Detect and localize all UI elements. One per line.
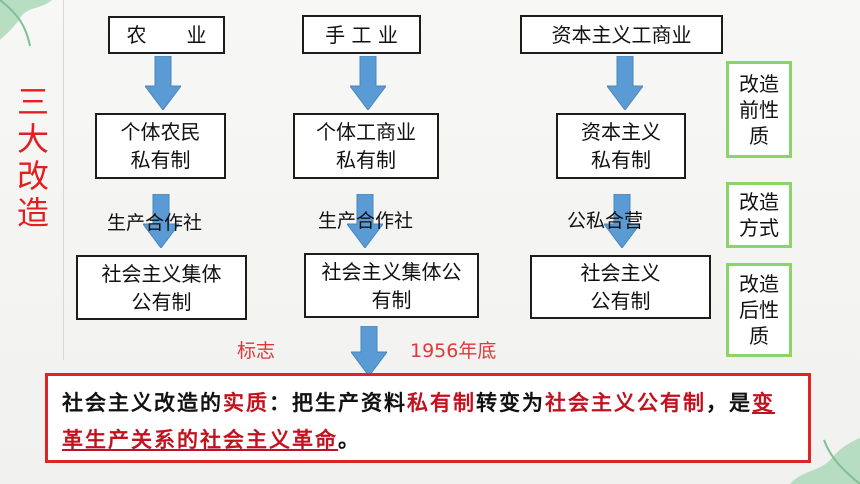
bottom-box-col1: 社会主义集体 公有制 xyxy=(76,255,247,320)
middle-box-individual-business: 个体工商业 私有制 xyxy=(293,113,439,179)
method-label-col1: 生产合作社 xyxy=(107,212,203,234)
leaf-decoration-top-left xyxy=(0,0,52,47)
down-arrow-icon xyxy=(351,326,387,376)
leaf-decoration-bottom-right xyxy=(790,438,860,484)
side-title: 三大改造 xyxy=(16,83,49,232)
conclusion-text-5: 。 xyxy=(338,427,361,452)
label-pre-transformation-nature: 改造 前性 质 xyxy=(726,61,792,158)
top-box-capitalist-commerce: 资本主义工商业 xyxy=(520,15,723,54)
sign-label: 标志 xyxy=(237,340,276,362)
method-label-col3: 公私合营 xyxy=(567,210,644,232)
conclusion-text-1: 社会主义改造的 xyxy=(62,390,223,415)
bottom-box-col3: 社会主义 公有制 xyxy=(530,255,711,319)
date-label: 1956年底 xyxy=(410,340,497,362)
down-arrow-icon xyxy=(350,56,386,110)
down-arrow-icon xyxy=(347,194,383,248)
conclusion-text-4: ，是 xyxy=(706,390,752,415)
method-label-col2: 生产合作社 xyxy=(318,210,414,232)
middle-box-individual-farmers: 个体农民 私有制 xyxy=(95,113,226,179)
conclusion-revolution: 变革生产关系的社会主义革命 xyxy=(62,390,775,452)
conclusion-public-ownership: 社会主义公有制 xyxy=(545,390,706,415)
down-arrow-icon xyxy=(604,194,640,248)
middle-box-capitalism: 资本主义 私有制 xyxy=(556,113,686,179)
bottom-box-col2: 社会主义集体公 有制 xyxy=(304,253,479,318)
conclusion-private-ownership: 私有制 xyxy=(407,390,476,415)
label-transformation-method: 改造 方式 xyxy=(726,182,792,248)
divider-line xyxy=(63,0,64,360)
conclusion-box: 社会主义改造的实质：把生产资料私有制转变为社会主义公有制，是变革生产关系的社会主… xyxy=(45,373,811,463)
label-post-transformation-nature: 改造 后性 质 xyxy=(726,263,792,357)
conclusion-essence: 实质 xyxy=(223,390,269,415)
down-arrow-icon xyxy=(143,194,179,248)
top-box-agriculture: 农 业 xyxy=(108,16,225,54)
conclusion-text-3: 转变为 xyxy=(476,390,545,415)
down-arrow-icon xyxy=(145,56,181,110)
down-arrow-icon xyxy=(607,56,643,110)
top-box-handicraft: 手 工 业 xyxy=(302,15,421,54)
conclusion-text-2: ：把生产资料 xyxy=(269,390,407,415)
